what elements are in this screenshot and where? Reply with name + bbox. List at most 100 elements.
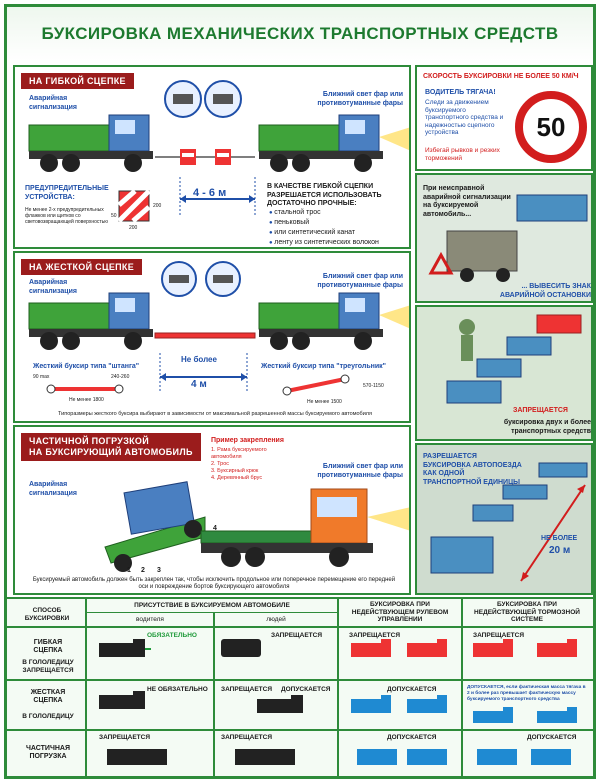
allowed-title: РАЗРЕШАЕТСЯ БУКСИРОВКА АВТОПОЕЗДА КАК ОД… xyxy=(423,453,522,486)
row-rigid-note: В ГОЛОЛЕДИЦУ xyxy=(22,713,74,720)
num-1: 1 xyxy=(127,567,131,574)
train-distance-label: НЕ БОЛЕЕ xyxy=(541,535,578,542)
rigid-note: Типоразмеры жесткого буксира выбирают в … xyxy=(58,411,372,417)
example-item: 1. Рама буксируемого автомобиля xyxy=(211,447,267,460)
flexible-item: или синтетический канат xyxy=(269,228,409,238)
road-train-panel: РАЗРЕШАЕТСЯ БУКСИРОВКА АВТОПОЕЗДА КАК ОД… xyxy=(415,443,593,595)
faulty-text: При неисправной аварийной сигнализации н… xyxy=(423,185,511,218)
bar-angle: 90 max xyxy=(33,374,50,380)
flexible-allowed-intro: В КАЧЕСТВЕ ГИБКОЙ СЦЕПКИ РАЗРЕШАЕТСЯ ИСП… xyxy=(267,183,382,207)
driver-text: Следи за движением буксируемого транспор… xyxy=(425,99,504,136)
example-list: 1. Рама буксируемого автомобиля 2. Трос … xyxy=(211,447,291,482)
r1-people-forbidden: ЗАПРЕЩАЕТСЯ xyxy=(271,632,323,639)
flexible-item: стальной трос xyxy=(269,208,409,218)
partial-lights: Ближний свет фар или противотуманные фар… xyxy=(317,463,403,479)
flexible-panel: НА ГИБКОЙ СЦЕПКЕ Аварийная сигнализация … xyxy=(13,65,411,249)
forbidden-illustration xyxy=(446,314,582,404)
example-item: 2. Трос xyxy=(211,461,230,467)
partial-panel: ЧАСТИЧНОЙ ПОГРУЗКОЙ НА БУКСИРУЮЩИЙ АВТОМ… xyxy=(13,425,411,595)
num-4: 4 xyxy=(213,525,217,532)
rigid-alarm: Аварийная сигнализация xyxy=(29,279,77,295)
r3-people-forbidden: ЗАПРЕЩАЕТСЯ xyxy=(221,734,273,741)
rigid-lights: Ближний свет фар или противотуманные фар… xyxy=(317,273,403,289)
driver-label: ВОДИТЕЛЬ ТЯГАЧА! xyxy=(425,89,496,96)
tri-height: 570-1150 xyxy=(363,383,384,389)
table-truck-icons xyxy=(99,639,577,765)
partial-tag: ЧАСТИЧНОЙ ПОГРУЗКОЙ НА БУКСИРУЮЩИЙ АВТОМ… xyxy=(21,433,201,461)
row-flexible: ГИБКАЯ СЦЕПКА xyxy=(33,639,63,654)
r2-driver-not-mandatory: НЕ ОБЯЗАТЕЛЬНО xyxy=(147,686,208,693)
tri-type-label: Жесткий буксир типа "треугольник" xyxy=(261,363,386,370)
flexible-item: ленту из синтетических волокон xyxy=(269,238,409,247)
rigid-illustration xyxy=(28,261,409,396)
bar-min: Не менее 1800 xyxy=(69,397,104,403)
flexible-allowed-list: стальной трос пеньковый или синтетически… xyxy=(269,208,409,247)
speed-label: СКОРОСТЬ БУКСИРОВКИ НЕ БОЛЕЕ 50 КМ/Ч xyxy=(423,73,579,80)
towed-truck xyxy=(258,114,383,172)
bar-height: 240-260 xyxy=(111,374,130,380)
speed-panel: СКОРОСТЬ БУКСИРОВКИ НЕ БОЛЕЕ 50 КМ/Ч ВОД… xyxy=(415,65,593,171)
partial-tag-line2: НА БУКСИРУЮЩИЙ АВТОМОБИЛЬ xyxy=(29,447,193,457)
row-partial: ЧАСТИЧНАЯ ПОГРУЗКА xyxy=(25,745,71,760)
traffic-officer xyxy=(459,319,475,335)
row-flexible-note: В ГОЛОЛЕДИЦУ ЗАПРЕЩАЕТСЯ xyxy=(22,659,74,674)
partial-tag-line1: ЧАСТИЧНОЙ ПОГРУЗКОЙ xyxy=(29,436,149,446)
r2-brakes-note: ДОПУСКАЕТСЯ, если фактическая масса тяга… xyxy=(467,685,586,702)
r3-brakes-allowed: ДОПУСКАЕТСЯ xyxy=(527,734,577,741)
r2-people-allowed: ДОПУСКАЕТСЯ xyxy=(281,686,331,693)
col-people: людей xyxy=(266,616,286,623)
flexible-distance: 4 - 6 м xyxy=(193,187,227,199)
col-brakes: БУКСИРОВКА ПРИ НЕДЕЙСТВУЮЩЕЙ ТОРМОЗНОЙ С… xyxy=(474,601,580,623)
dim-50: 50 xyxy=(111,213,117,219)
page-title: БУКСИРОВКА МЕХАНИЧЕСКИХ ТРАНСПОРТНЫХ СРЕ… xyxy=(7,7,593,61)
r2-people-forbidden: ЗАПРЕЩАЕТСЯ xyxy=(221,686,273,693)
warning-sign-panel: При неисправной аварийной сигнализации н… xyxy=(415,173,593,303)
r3-driver-forbidden: ЗАПРЕЩАЕТСЯ xyxy=(99,734,151,741)
road-train-illustration xyxy=(430,462,588,582)
col-presence: ПРИСУТСТВИЕ В БУКСИРУЕМОМ АВТОМОБИЛЕ xyxy=(134,602,290,609)
train-distance: 20 м xyxy=(549,545,571,556)
bar-type-label: Жесткий буксир типа "штанга" xyxy=(33,363,140,370)
warning-devices-label: ПРЕДУПРЕДИТЕЛЬНЫЕ УСТРОЙСТВА: xyxy=(25,185,109,201)
headlight-beam xyxy=(379,127,409,151)
flexible-alarm: Аварийная сигнализация xyxy=(29,95,77,111)
example-item: 4. Деревянный брус xyxy=(211,475,263,481)
dim-200-b: 200 xyxy=(129,225,138,231)
col-method: СПОСОБ БУКСИРОВКИ xyxy=(24,607,70,622)
r1-brakes-forbidden: ЗАПРЕЩАЕТСЯ xyxy=(473,632,525,639)
rigid-tag: НА ЖЕСТКОЙ СЦЕПКЕ xyxy=(21,259,143,275)
r3-steering-allowed: ДОПУСКАЕТСЯ xyxy=(387,734,437,741)
warning-note: Не менее 2-х предупредительных флажков и… xyxy=(25,207,109,225)
example-title: Пример закрепления xyxy=(211,437,284,444)
forbidden-panel: ЗАПРЕЩАЕТСЯ буксировка двух и более тран… xyxy=(415,305,593,441)
partial-illustration xyxy=(104,481,409,572)
sign-text: ... ВЫВЕСИТЬ ЗНАК АВАРИЙНОЙ ОСТАНОВКИ xyxy=(499,283,591,299)
num-2: 2 xyxy=(141,567,145,574)
speed-limit-sign: 50 xyxy=(515,91,587,163)
rules-table: СПОСОБ БУКСИРОВКИ ПРИСУТСТВИЕ В БУКСИРУЕ… xyxy=(7,597,593,778)
forbidden-text: буксировка двух и более транспортных сре… xyxy=(503,419,591,435)
partial-note: Буксируемый автомобиль должен быть закре… xyxy=(32,577,396,590)
tri-min: Не менее 1500 xyxy=(307,399,342,405)
driver-warn: Избегай рывков и резких торможений xyxy=(425,147,500,162)
triangle-sign xyxy=(428,251,454,275)
flexible-item: пеньковый xyxy=(269,218,409,228)
rigid-distance-label: Не более xyxy=(181,355,217,364)
col-steering: БУКСИРОВКА ПРИ НЕДЕЙСТВУЮЩЕМ РУЛЕВОМ УПР… xyxy=(351,601,449,623)
flexible-callouts xyxy=(28,80,409,223)
flexible-tag: НА ГИБКОЙ СЦЕПКЕ xyxy=(21,73,134,89)
example-item: 3. Буксирный крюк xyxy=(211,468,259,474)
rigid-distance: 4 м xyxy=(191,379,207,390)
dim-200-a: 200 xyxy=(153,203,162,209)
speed-limit-value: 50 xyxy=(536,111,566,142)
rigid-panel: НА ЖЕСТКОЙ СЦЕПКЕ Аварийная сигнализация… xyxy=(13,251,411,423)
col-driver: водителя xyxy=(136,616,164,623)
poster: БУКСИРОВКА МЕХАНИЧЕСКИХ ТРАНСПОРТНЫХ СРЕ… xyxy=(4,4,596,779)
row-rigid: ЖЕСТКАЯ СЦЕПКА xyxy=(30,689,66,704)
num-3: 3 xyxy=(157,567,161,574)
rigid-bar xyxy=(154,332,256,339)
warning-sign-illustration xyxy=(428,194,588,282)
forbidden-label: ЗАПРЕЩАЕТСЯ xyxy=(513,407,568,414)
towing-truck xyxy=(28,114,153,172)
r1-steering-forbidden: ЗАПРЕЩАЕТСЯ xyxy=(349,632,401,639)
